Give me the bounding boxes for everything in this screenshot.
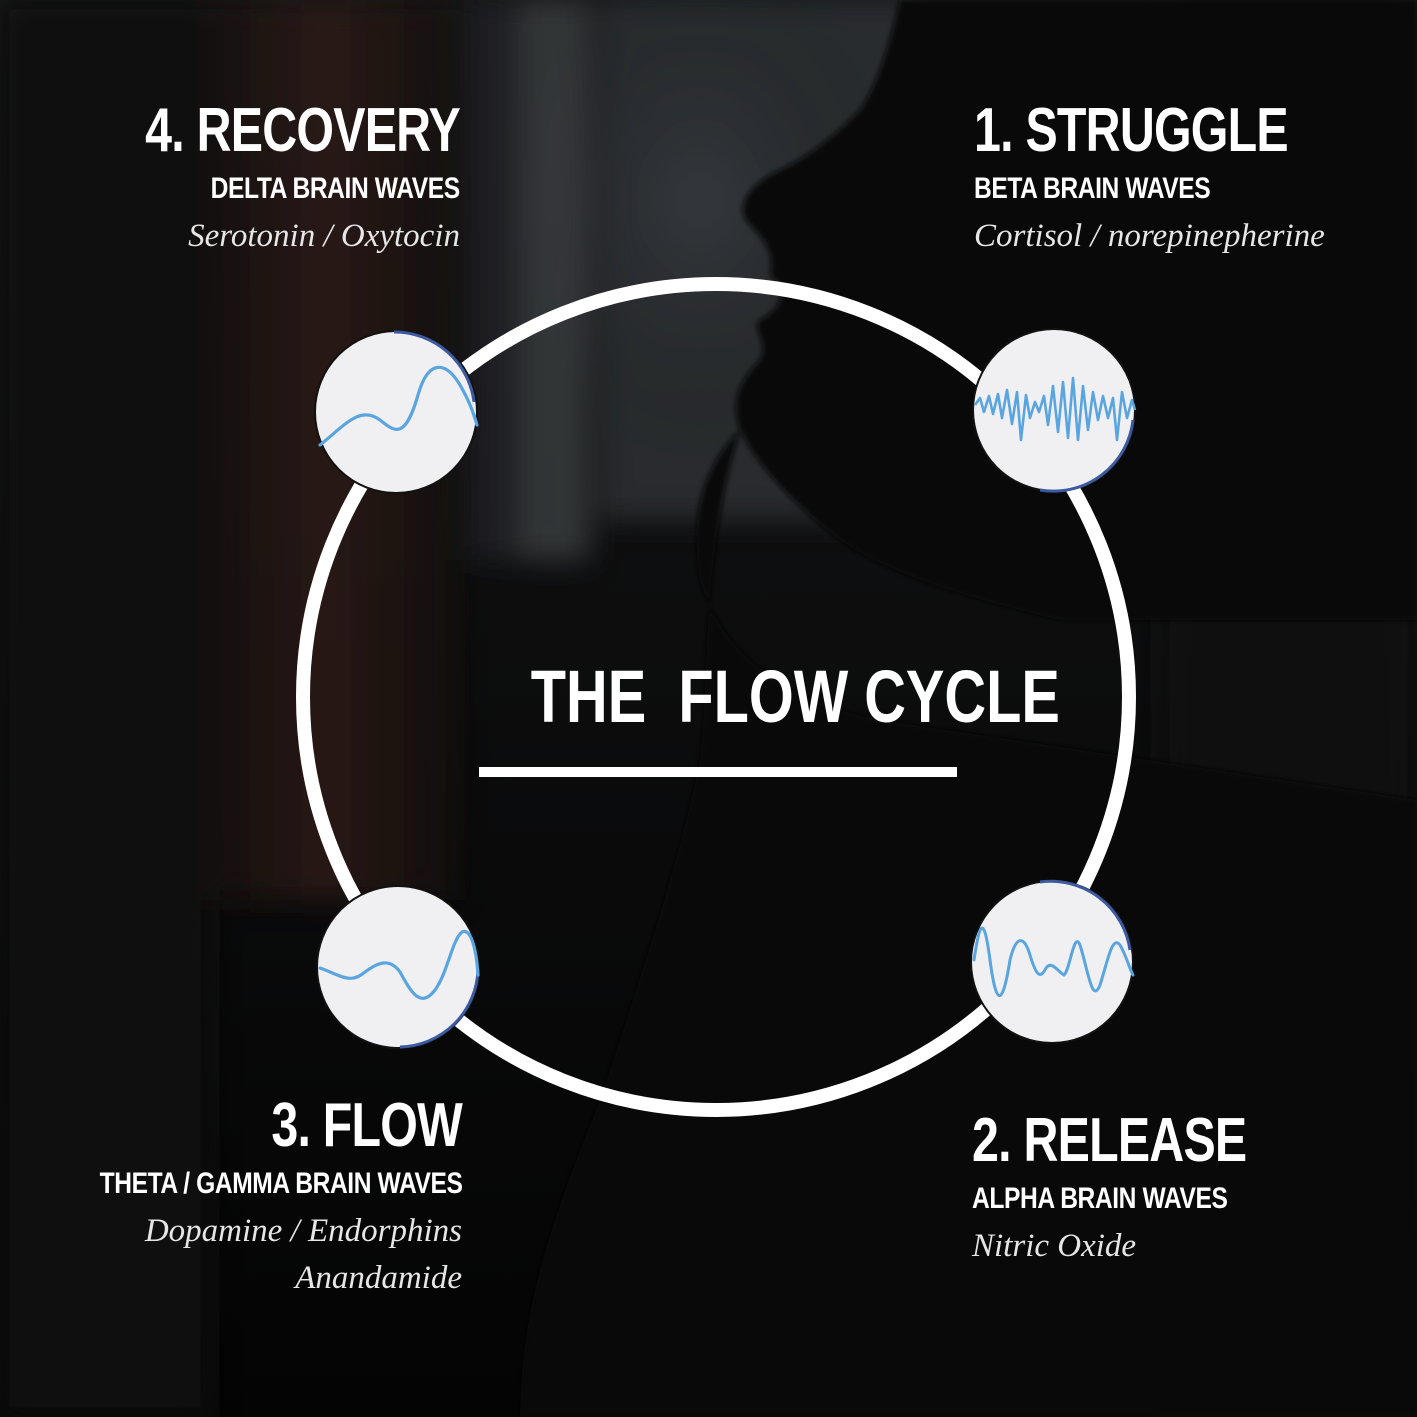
stage-number: 4. [145, 96, 185, 165]
stage-title: 4. RECOVERY [101, 96, 461, 165]
title-underline [479, 767, 957, 777]
chemicals-line: Dopamine / Endorphins [144, 1213, 462, 1249]
node-flow [316, 885, 480, 1049]
stage-recovery: 4. RECOVERY DELTA BRAIN WAVES Serotonin … [0, 96, 461, 255]
stage-name: RECOVERY [196, 96, 461, 165]
brain-waves-label: ALPHA BRAIN WAVES [972, 1182, 1228, 1215]
stage-struggle: 1. STRUGGLE BETA BRAIN WAVES Cortisol / … [974, 100, 1404, 255]
stage-name: STRUGGLE [1025, 96, 1288, 165]
stage-number: 2. [972, 1106, 1012, 1175]
beta-wave-icon [973, 376, 1137, 442]
alpha-wave-icon [972, 926, 1135, 997]
stage-title: 3. FLOW [102, 1095, 462, 1157]
theta-gamma-wave-icon [318, 929, 480, 1000]
brain-waves-label: BETA BRAIN WAVES [974, 172, 1211, 205]
chemicals-line: Cortisol / norepinepherine [974, 218, 1325, 254]
stage-name: RELEASE [1023, 1106, 1247, 1175]
node-release [970, 879, 1135, 1044]
stage-title: 1. STRUGGLE [974, 100, 1309, 162]
delta-wave-icon [318, 365, 479, 447]
chemicals-line: Anandamide [295, 1260, 462, 1296]
stage-release: 2. RELEASE ALPHA BRAIN WAVES Nitric Oxid… [972, 1110, 1402, 1265]
brain-waves-label: DELTA BRAIN WAVES [210, 172, 460, 205]
chemicals-line: Nitric Oxide [972, 1228, 1137, 1264]
stage-number: 1. [974, 96, 1014, 165]
chemicals-line: Serotonin / Oxytocin [188, 218, 460, 254]
stage-flow: 3. FLOW THETA / GAMMA BRAIN WAVES Dopami… [0, 1095, 463, 1297]
stage-number: 3. [271, 1091, 311, 1160]
node-struggle [972, 328, 1137, 493]
stage-name: FLOW [322, 1091, 463, 1160]
cycle-ring [296, 277, 1136, 1117]
diagram-title: THE FLOW CYCLE [530, 655, 1060, 738]
brain-waves-label: THETA / GAMMA BRAIN WAVES [99, 1167, 462, 1200]
node-recovery [314, 330, 479, 494]
stage-title: 2. RELEASE [972, 1110, 1307, 1172]
